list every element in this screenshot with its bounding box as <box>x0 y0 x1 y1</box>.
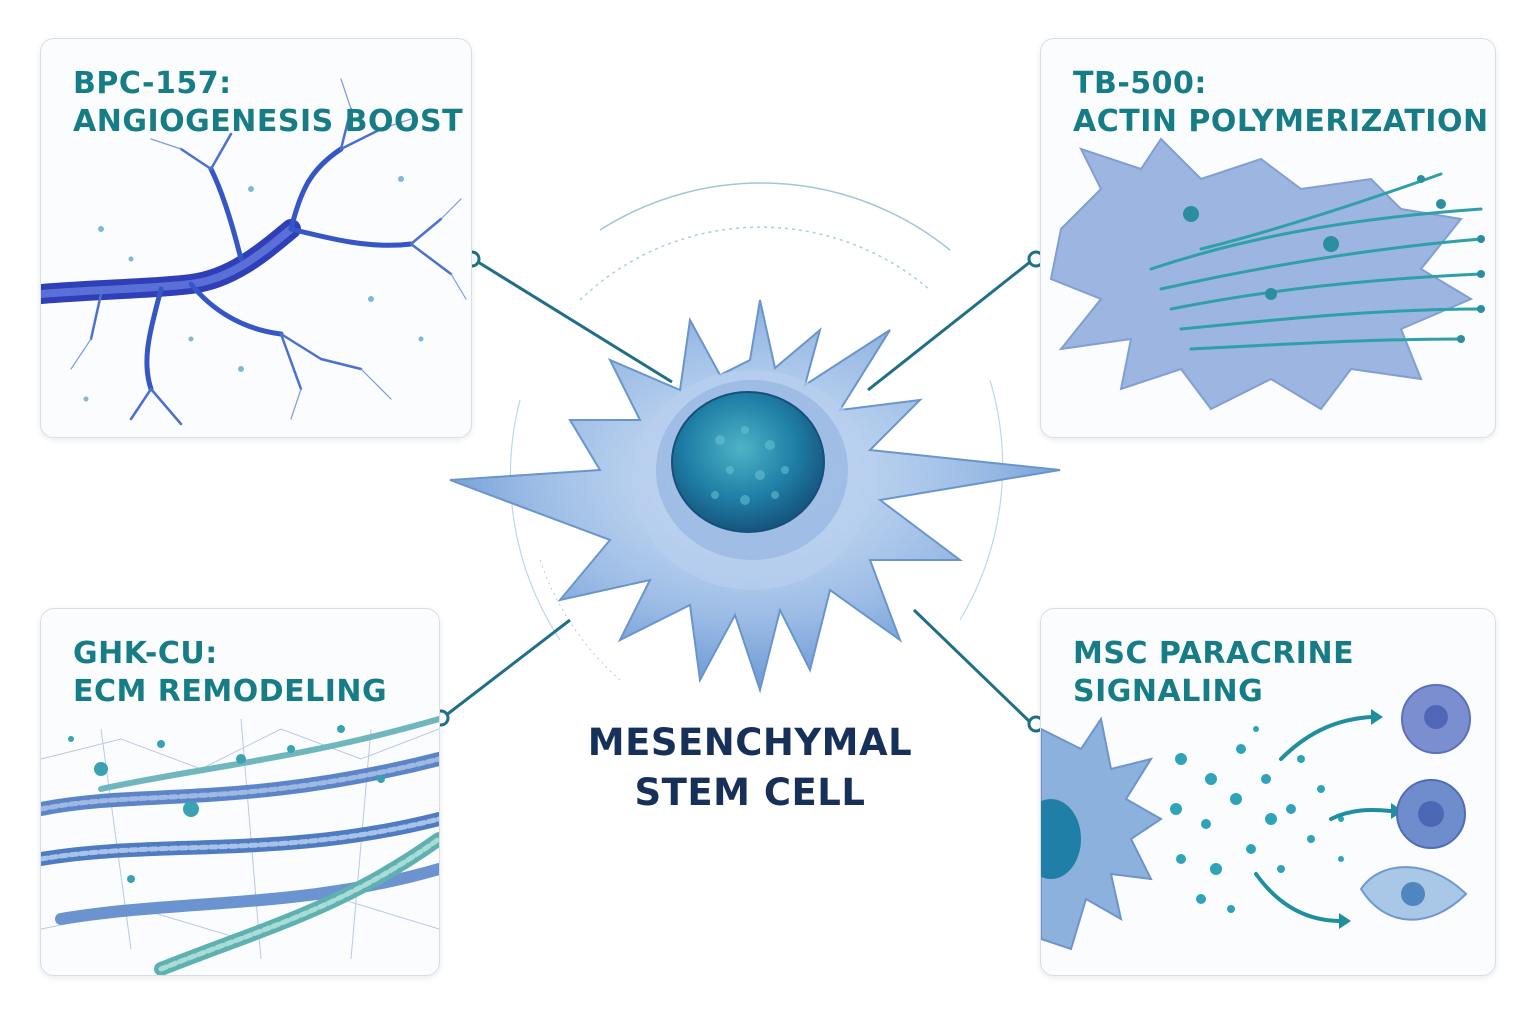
panel-title-ghkcu: GHK-CU: ECM REMODELING <box>73 635 387 711</box>
connector-lines <box>444 260 1032 724</box>
panel-tb500: TB-500: ACTIN POLYMERIZATION <box>1040 38 1496 438</box>
panel-bpc157: BPC-157: ANGIOGENESIS BOOST <box>40 38 472 438</box>
paracrine-particles-icon <box>1041 684 1471 951</box>
panel-msc-paracrine: MSC PARACRINE SIGNALING <box>1040 608 1496 976</box>
connector-top-left <box>477 260 673 384</box>
nucleus <box>671 391 825 533</box>
panel-title-bpc157: BPC-157: ANGIOGENESIS BOOST <box>73 65 463 141</box>
panel-title-line2: SIGNALING <box>1073 674 1264 709</box>
actin-filament-icon <box>1049 137 1485 411</box>
stem-cell-icon <box>449 299 1061 694</box>
panel-title-line1: MSC PARACRINE <box>1073 636 1355 671</box>
connector-top-right <box>867 260 1031 392</box>
collagen-fiber-icon <box>41 716 439 975</box>
connector-bottom-left <box>444 618 571 718</box>
panel-title-line2: ECM REMODELING <box>73 674 388 709</box>
panel-title-tb500: TB-500: ACTIN POLYMERIZATION <box>1073 65 1489 141</box>
panel-title-line2: ANGIOGENESIS BOOST <box>73 104 464 139</box>
connector-bottom-right <box>912 608 1032 724</box>
panel-title-line2: ACTIN POLYMERIZATION <box>1073 104 1489 139</box>
blood-vessel-icon <box>41 78 467 426</box>
decorative-rings <box>509 182 1004 681</box>
center-label-line1: MESENCHYMAL <box>587 721 913 764</box>
panel-title-msc-paracrine: MSC PARACRINE SIGNALING <box>1073 635 1354 711</box>
panel-title-line1: GHK-CU: <box>73 636 218 671</box>
panel-ghkcu: GHK-CU: ECM REMODELING <box>40 608 440 976</box>
center-label: MESENCHYMAL STEM CELL <box>560 718 940 818</box>
panel-title-line1: BPC-157: <box>73 66 232 101</box>
center-label-line2: STEM CELL <box>634 771 866 814</box>
panel-title-line1: TB-500: <box>1073 66 1207 101</box>
